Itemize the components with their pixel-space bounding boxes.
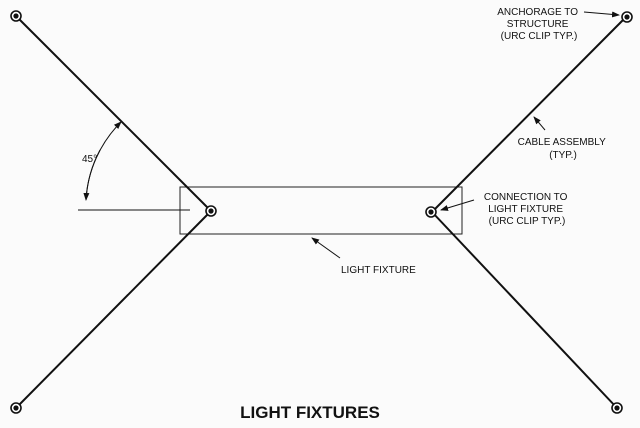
cables <box>15 15 627 409</box>
cable-top-left <box>15 15 212 212</box>
fixture-clip-icon <box>425 206 437 218</box>
anchor-clip-icon <box>10 10 22 22</box>
fixture-clip-icon <box>205 205 217 217</box>
anchor-clip-icon <box>611 402 623 414</box>
angle-label: 45° <box>82 154 97 165</box>
cable-top-right <box>431 16 627 213</box>
connection-label: CONNECTION TO LIGHT FIXTURE (URC CLIP TY… <box>484 192 570 227</box>
cable-assembly-label: CABLE ASSEMBLY (TYP.) <box>518 137 609 161</box>
diagram-title: LIGHT FIXTURES <box>240 403 380 422</box>
anchor-clip-icon <box>10 402 22 414</box>
anchor-clip-icon <box>621 11 633 23</box>
cable-bottom-right <box>431 211 618 409</box>
light-fixture-rect <box>179 186 463 235</box>
light-fixture-label: LIGHT FIXTURE <box>341 265 416 276</box>
cable-bottom-left <box>15 210 212 409</box>
anchorage-label: ANCHORAGE TO STRUCTURE (URC CLIP TYP.) <box>497 7 581 42</box>
